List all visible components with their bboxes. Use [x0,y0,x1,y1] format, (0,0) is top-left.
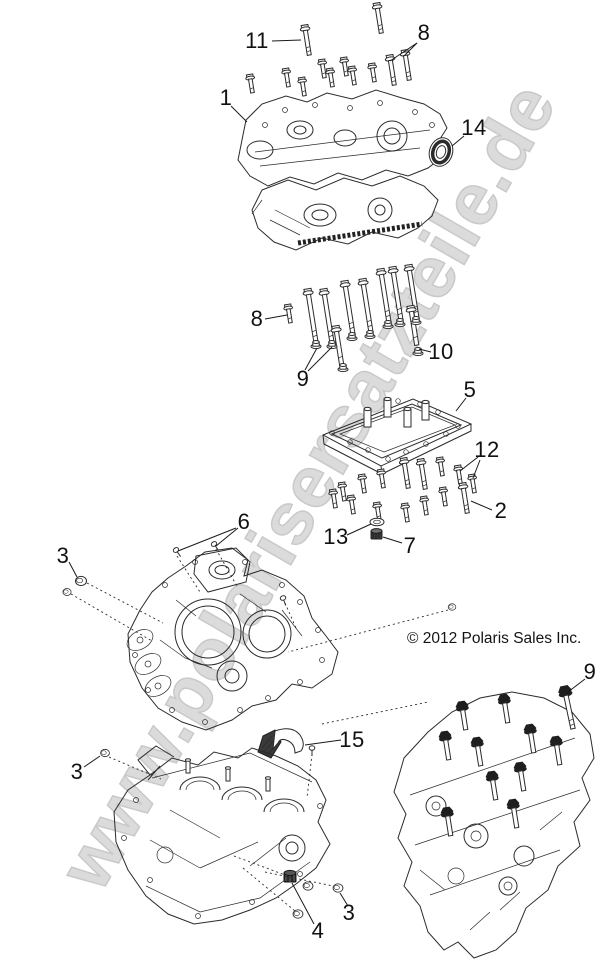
leader-line [177,527,237,552]
callout-11: 11 [245,28,269,53]
leader-line [567,678,586,693]
leader-line [264,314,288,320]
leader-line [455,397,467,412]
sealing-washer-illustration [369,517,385,527]
leader-line [346,523,372,536]
callout-3: 3 [56,543,70,568]
callout-5: 5 [463,377,477,402]
drain-plug-illustration [370,528,383,540]
callout-6: 6 [237,509,251,534]
case-bolts-illustration [282,263,424,373]
crankcase-assembly-illustration [237,89,448,251]
seal-illustration [428,137,454,167]
callout-13: 13 [323,524,349,549]
leader-line [230,105,248,123]
installed-bolts-illustration [437,693,567,838]
callout-14: 14 [461,115,487,140]
callout-4: 4 [311,918,325,943]
leader-line [403,42,418,57]
callout-9: 9 [583,659,597,684]
callout-3: 3 [342,900,356,925]
callout-2: 2 [494,498,508,523]
oil-pan-bolts-illustration [327,456,480,523]
oil-pan-illustration [321,396,473,475]
assembled-crankcase-illustration [393,684,595,959]
leader-line [304,347,318,371]
leader-line [215,527,239,547]
callout-leader-lines [68,39,586,925]
leader-line [451,135,465,147]
leader-line [339,892,349,907]
callout-12: 12 [474,437,500,462]
dowels-3-bottom-illustration [100,748,344,919]
dowels-3-upper-illustration [62,575,457,611]
leader-line [470,500,493,511]
leader-line [271,39,302,42]
leader-line [382,536,403,544]
callout-15: 15 [339,727,365,752]
callout-10: 10 [428,339,454,364]
alignment-dotted-lines [70,548,449,912]
upper-crankcase-half-illustration [126,547,339,731]
callout-8: 8 [250,306,264,331]
leader-line [307,346,333,372]
leader-line [83,755,101,768]
callout-3: 3 [70,759,84,784]
bracket-15-illustration [257,728,316,759]
leader-line [418,348,432,353]
callout-1: 1 [219,85,233,110]
lower-crankcase-half-illustration [113,745,331,925]
leader-line [304,739,342,746]
callout-7: 7 [403,533,417,558]
leader-line [389,42,418,62]
leader-line [68,561,78,578]
callout-9: 9 [296,366,310,391]
leader-line [472,459,481,479]
copyright-text: © 2012 Polaris Sales Inc. [407,630,582,647]
leader-line [459,456,479,472]
leader-line [291,882,315,925]
callout-8: 8 [417,20,431,45]
top-bolts-illustration [244,1,415,97]
